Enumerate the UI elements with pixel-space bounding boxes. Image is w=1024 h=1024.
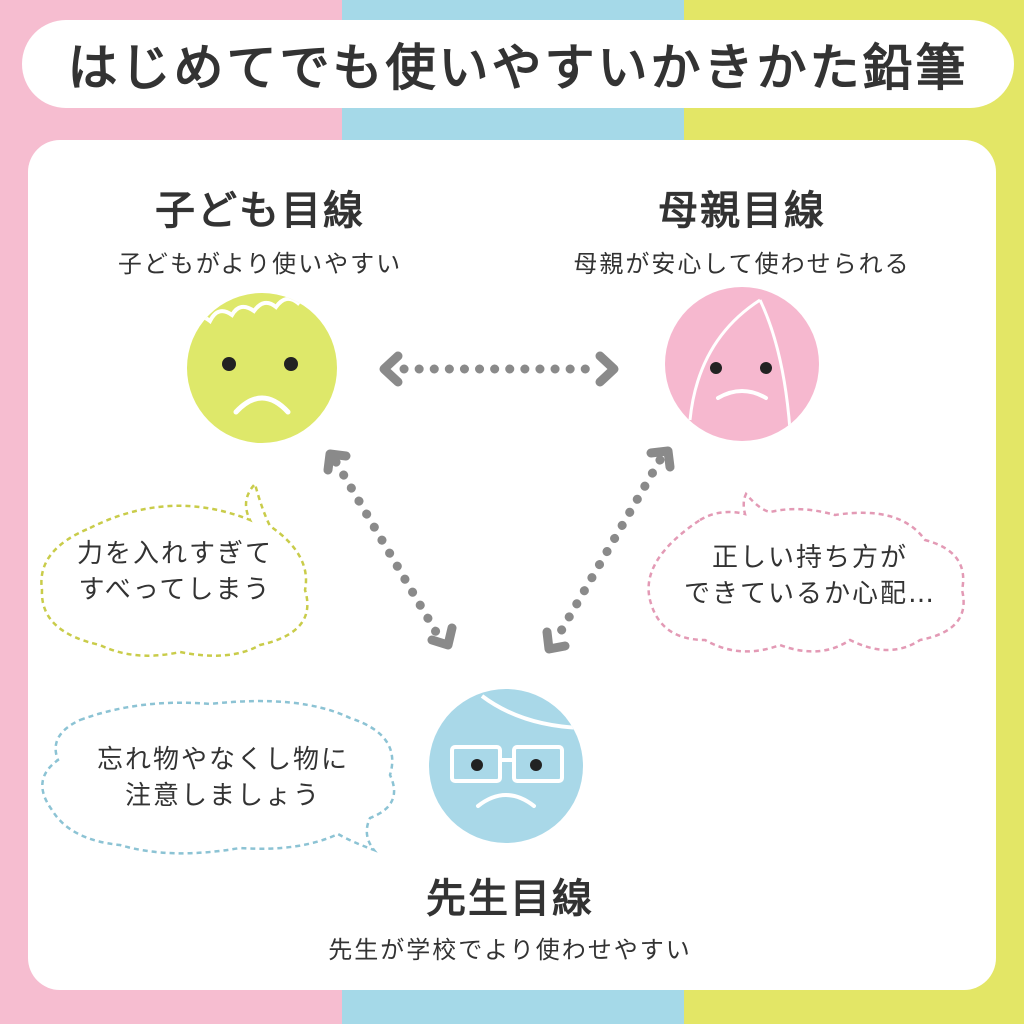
child-face-icon	[187, 293, 337, 443]
page-title: はじめてでも使いやすいかきかた鉛筆	[67, 39, 969, 97]
mother-bubble-text: 正しい持ち方が できているか心配…	[660, 540, 960, 612]
mother-subtitle: 母親が安心して使わせられる	[573, 250, 911, 278]
mother-heading: 母親目線	[658, 188, 826, 234]
mother-bubble-line1: 正しい持ち方が	[711, 543, 908, 573]
double-arrow-icon	[323, 351, 675, 654]
child-speech-bubble	[40, 481, 309, 657]
teacher-face-icon	[429, 689, 583, 843]
child-bubble-line2: すべってしまう	[78, 575, 272, 605]
child-subtitle: 子どもがより使いやすい	[117, 250, 403, 278]
teacher-speech-bubble	[41, 699, 396, 855]
teacher-bubble-text: 忘れ物やなくし物に 注意しましょう	[58, 742, 388, 814]
child-bubble-text: 力を入れすぎて すべってしまう	[50, 536, 300, 608]
mother-speech-bubble	[647, 491, 965, 653]
teacher-bubble-line1: 忘れ物やなくし物に	[96, 745, 349, 775]
teacher-heading: 先生目線	[426, 876, 594, 922]
child-bubble-line1: 力を入れすぎて	[76, 539, 273, 569]
teacher-subtitle: 先生が学校でより使わせやすい	[328, 936, 692, 964]
mother-bubble-line2: できているか心配…	[683, 579, 936, 609]
teacher-bubble-line2: 注意しましょう	[124, 781, 321, 811]
mother-face-icon	[665, 287, 819, 441]
child-heading: 子ども目線	[155, 188, 365, 234]
title-banner: はじめてでも使いやすいかきかた鉛筆	[22, 20, 1014, 108]
